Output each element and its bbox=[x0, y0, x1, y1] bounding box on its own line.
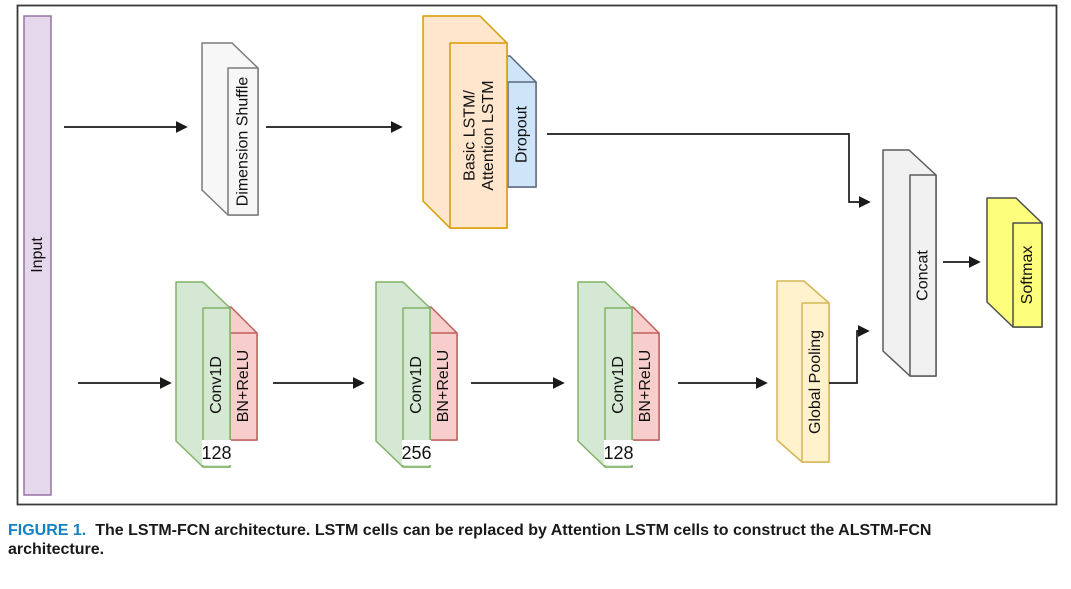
softmax-block: Softmax bbox=[986, 197, 1043, 328]
conv1d-3-filter-count: 128 bbox=[603, 443, 633, 463]
concat-block: Concat bbox=[882, 149, 937, 377]
lstm-label-line2: Attention LSTM bbox=[480, 80, 497, 190]
global-pooling-block: Global Pooling bbox=[776, 280, 830, 463]
conv1d-1-filter-count: 128 bbox=[201, 443, 231, 463]
concat-label: Concat bbox=[915, 250, 932, 301]
conv1d-block-1: Conv1D bbox=[175, 281, 231, 468]
conv1d-3-label: Conv1D bbox=[610, 356, 627, 414]
caption-line-1: FIGURE 1. The LSTM-FCN architecture. LSTM… bbox=[8, 521, 1063, 540]
input-rect bbox=[23, 15, 52, 496]
conv1d-1-filter-bg bbox=[202, 440, 231, 465]
conv1d-3-filter-bg bbox=[604, 440, 633, 465]
lstm-label-line1: Basic LSTM/ bbox=[462, 90, 479, 181]
softmax-front bbox=[1012, 222, 1043, 328]
figure-number-label: FIGURE 1. bbox=[8, 522, 87, 539]
caption-text-1: The LSTM-FCN architecture. LSTM cells ca… bbox=[95, 522, 932, 539]
global-pooling-front bbox=[801, 302, 830, 463]
connectors bbox=[64, 121, 981, 389]
bn-relu-2-label: BN+ReLU bbox=[435, 350, 452, 422]
dimension-shuffle-front bbox=[227, 67, 259, 216]
dropout-label: Dropout bbox=[514, 105, 531, 162]
conv1d-2-filter-bg bbox=[402, 440, 431, 465]
bn-relu-1-label: BN+ReLU bbox=[235, 350, 252, 422]
bn-relu-1-front bbox=[229, 332, 258, 441]
bn-relu-3-front bbox=[631, 332, 660, 441]
conv1d-1-label: Conv1D bbox=[208, 356, 225, 414]
conv1d-block-2: Conv1D bbox=[375, 281, 431, 468]
conv1d-block-3: Conv1D bbox=[577, 281, 633, 468]
arrow-dropout-to-concat bbox=[547, 133, 871, 208]
input-label: Input bbox=[29, 237, 46, 273]
concat-front bbox=[909, 174, 937, 377]
softmax-label: Softmax bbox=[1019, 246, 1036, 305]
lstm-block: Basic LSTM/ Attention LSTM bbox=[422, 15, 508, 229]
arrow-pooling-to-concat bbox=[829, 325, 870, 384]
input-block: Input bbox=[23, 15, 52, 496]
lstm-front bbox=[449, 42, 508, 229]
dimension-shuffle-label: Dimension Shuffle bbox=[235, 77, 252, 207]
dimension-shuffle-block: Dimension Shuffle bbox=[201, 42, 259, 216]
figure-border bbox=[16, 4, 1058, 506]
bn-relu-3-label: BN+ReLU bbox=[637, 350, 654, 422]
caption-text-2: architecture. bbox=[8, 541, 105, 558]
global-pooling-label: Global Pooling bbox=[807, 330, 824, 434]
conv1d-2-filter-count: 256 bbox=[401, 443, 431, 463]
figure-caption: FIGURE 1. The LSTM-FCN architecture. LSTM… bbox=[8, 521, 1063, 559]
architecture-diagram: Input Dimension Shuffle Basic LSTM/ Atte… bbox=[16, 4, 1058, 506]
conv1d-2-label: Conv1D bbox=[408, 356, 425, 414]
dropout-front bbox=[507, 81, 537, 188]
